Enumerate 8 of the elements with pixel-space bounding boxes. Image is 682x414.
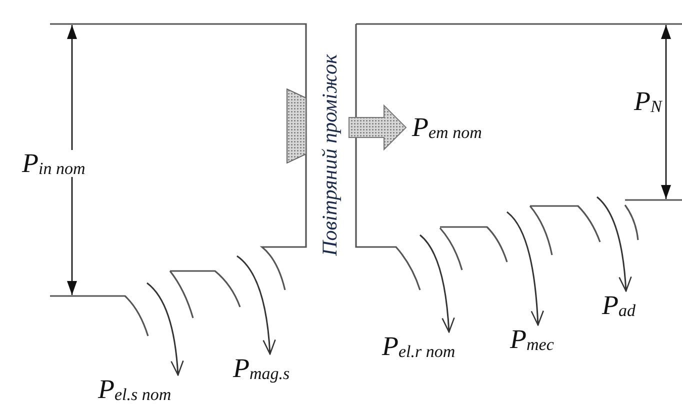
loss-arrow [596,196,632,292]
loss-arrow [236,255,276,355]
air-gap-label: Повітряний проміжок [320,54,340,256]
loss-arrow [506,211,544,326]
block-arrow [348,104,407,151]
dimension-label: P$_{in nom}$ [22,150,86,177]
loss-arrow [420,234,455,333]
loss-arrow [146,282,184,376]
